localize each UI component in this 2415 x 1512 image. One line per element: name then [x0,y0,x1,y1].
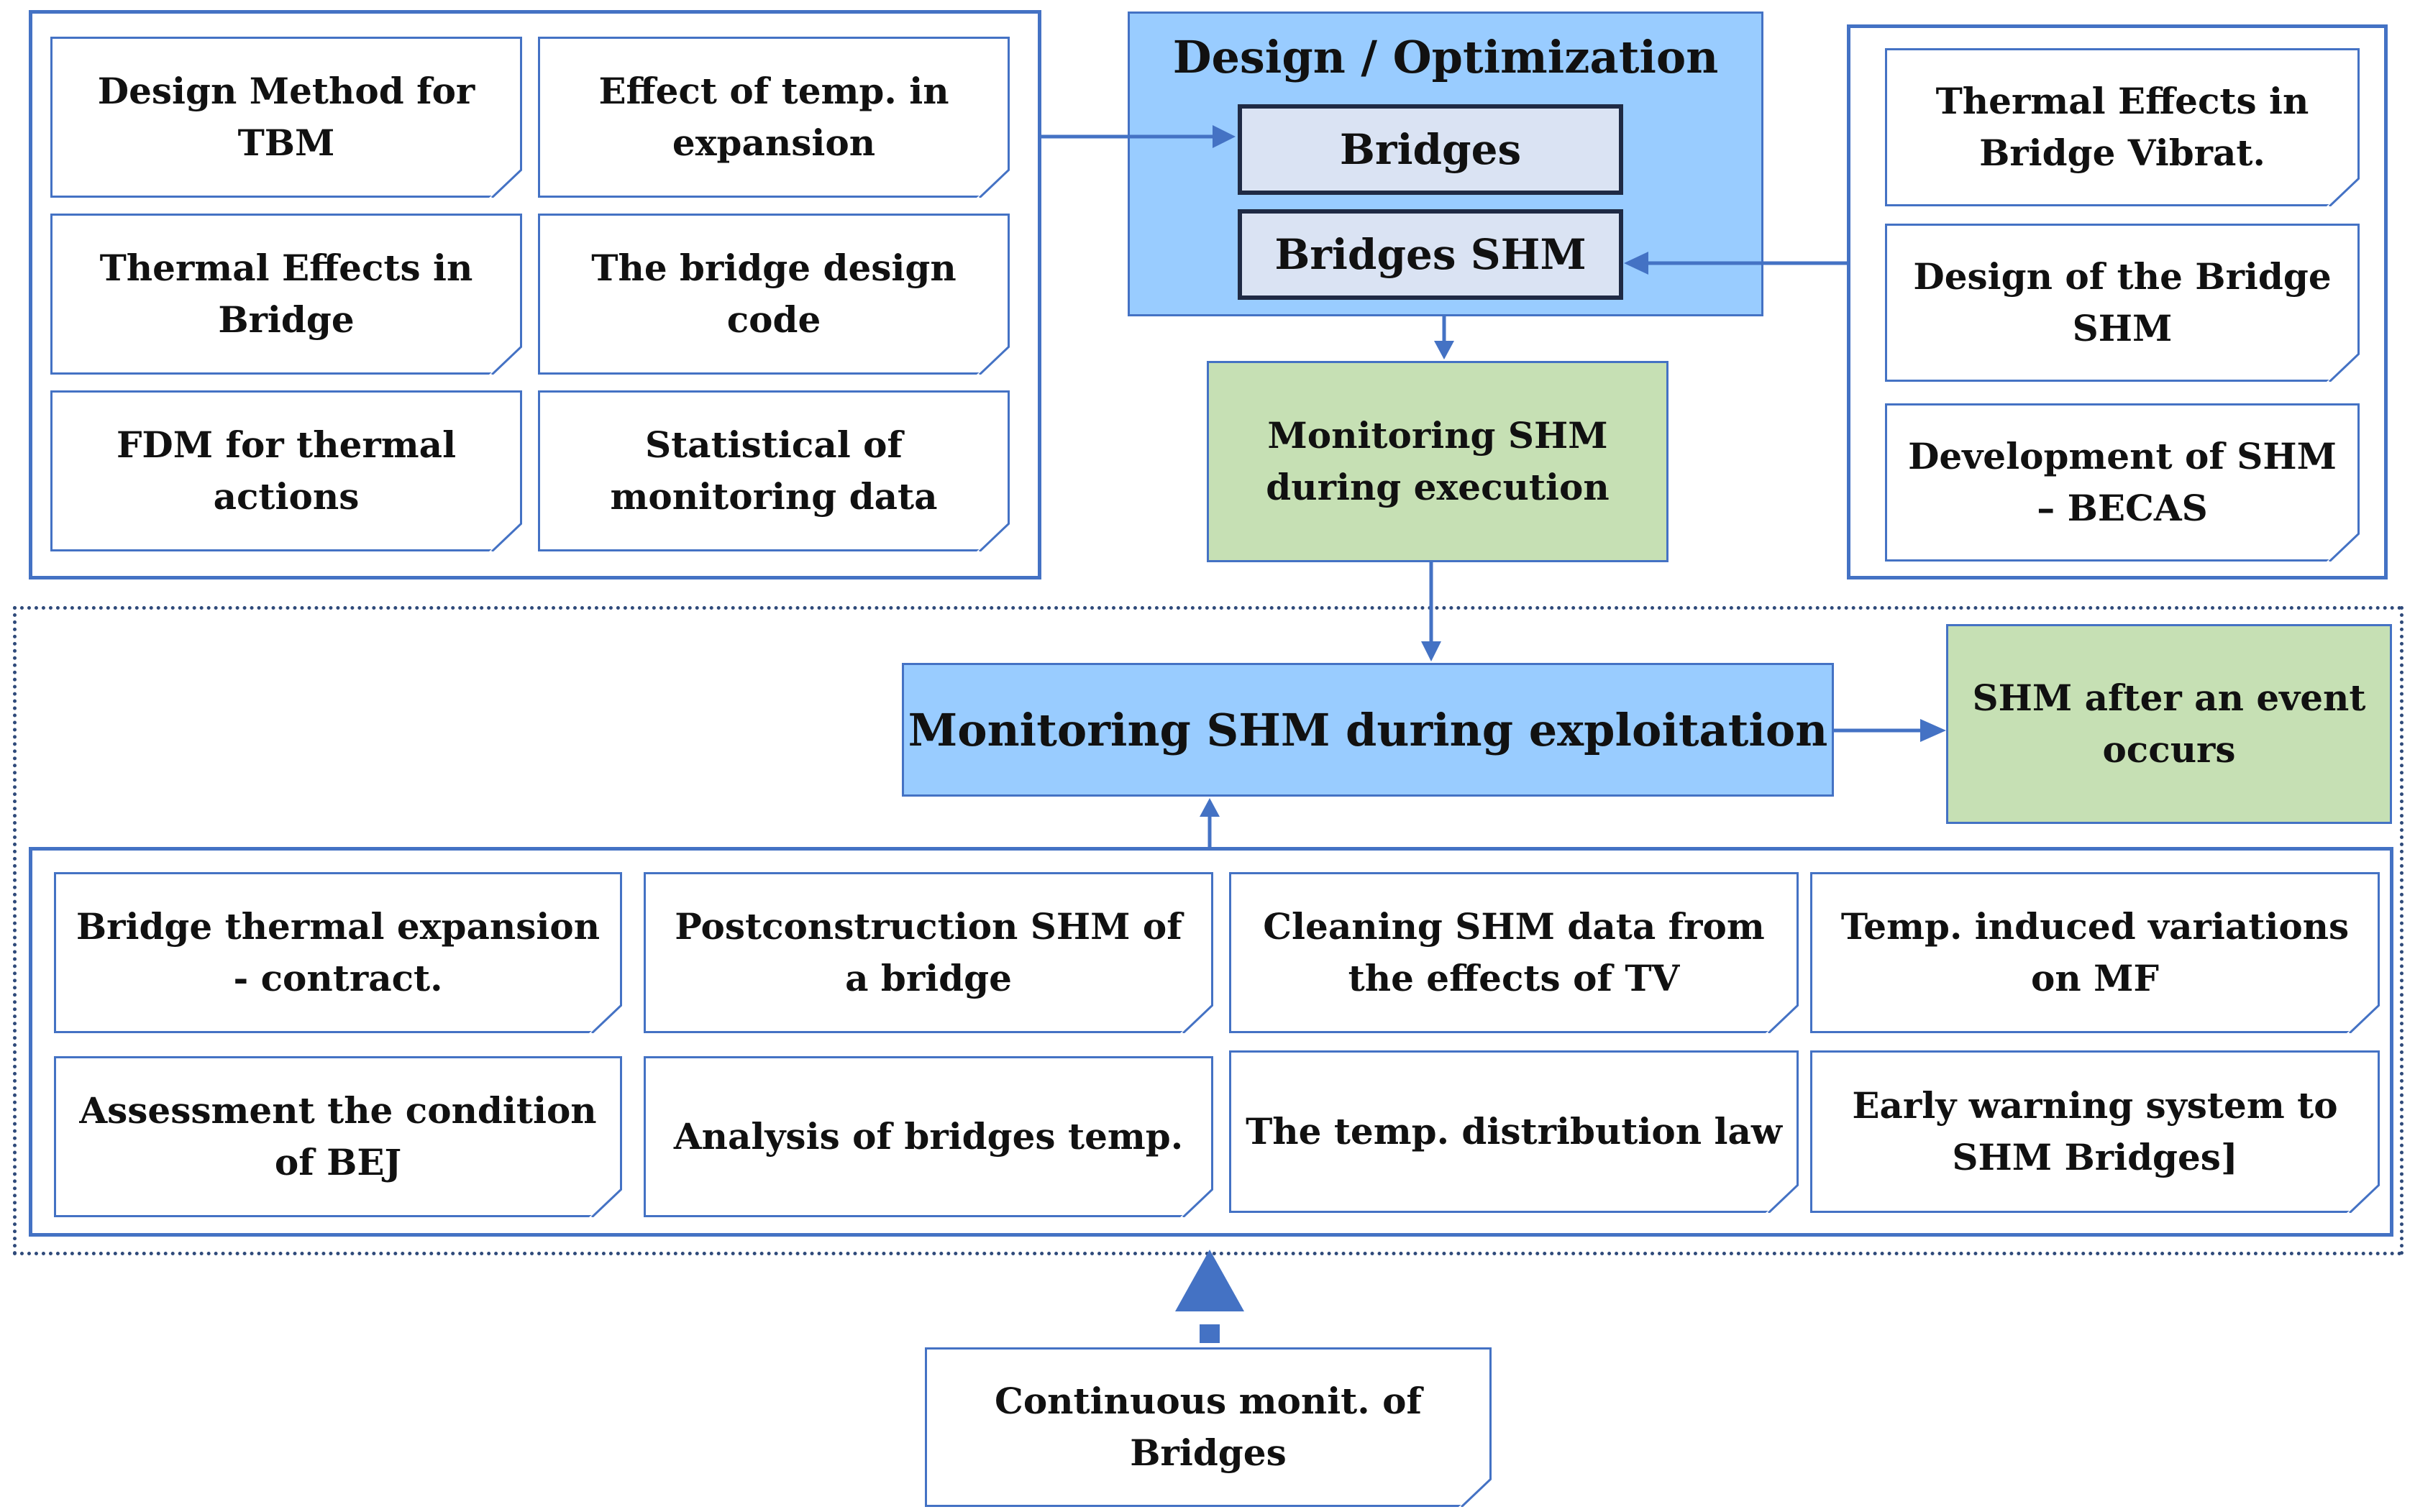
shm-after-event-label: SHM after an event occurs [1972,676,2366,771]
note-label: FDM for thermal actions [116,423,457,518]
right-panel: Thermal Effects in Bridge Vibrat. Design… [1847,24,2388,579]
bridges-box: Bridges [1238,104,1623,195]
note-early-warning-system: Early warning system to SHM Bridges] [1810,1050,2380,1213]
note-assessment-bej: Assessment the condition of BEJ [54,1056,622,1217]
note-design-bridge-shm: Design of the Bridge SHM [1885,224,2360,382]
monitoring-execution-label: Monitoring SHM during execution [1266,413,1610,509]
page-fold-icon [2347,1184,2380,1213]
page-fold-icon [489,523,522,551]
note-cleaning-shm-data: Cleaning SHM data from the effects of TV [1229,872,1799,1033]
left-panel: Design Method for TBM Effect of temp. in… [29,10,1041,579]
note-label: Statistical of monitoring data [610,423,938,518]
note-label: Analysis of bridges temp. [673,1114,1184,1158]
page-fold-icon [489,169,522,198]
note-label: Continuous monit. of Bridges [995,1379,1422,1475]
note-label: Effect of temp. in expansion [598,69,949,165]
page-fold-icon [2327,353,2360,382]
note-temp-distribution-law: The temp. distribution law [1229,1050,1799,1213]
page-fold-icon [2327,178,2360,206]
note-label: The temp. distribution law [1246,1109,1782,1153]
note-label: Thermal Effects in Bridge [99,246,473,342]
note-statistical-monitoring-data: Statistical of monitoring data [538,390,1010,551]
note-thermal-expansion-contract: Bridge thermal expansion - contract. [54,872,622,1033]
note-continuous-monitoring: Continuous monit. of Bridges [925,1347,1492,1507]
note-label: Assessment the condition of BEJ [79,1089,597,1184]
note-label: Postconstruction SHM of a bridge [675,904,1182,1000]
note-effect-temp-expansion: Effect of temp. in expansion [538,37,1010,198]
shm-after-event-box: SHM after an event occurs [1946,624,2392,824]
note-label: Early warning system to SHM Bridges] [1852,1083,2338,1179]
note-temp-induced-variations: Temp. induced variations on MF [1810,872,2380,1033]
design-optimization-box: Design / Optimization Bridges Bridges SH… [1128,12,1763,316]
note-postconstruction-shm: Postconstruction SHM of a bridge [644,872,1213,1033]
page-fold-icon [2327,533,2360,562]
note-fdm-thermal-actions: FDM for thermal actions [50,390,522,551]
note-label: Cleaning SHM data from the effects of TV [1263,904,1765,1000]
note-thermal-effects-bridge: Thermal Effects in Bridge [50,214,522,375]
monitoring-exploitation-box: Monitoring SHM during exploitation [902,663,1834,797]
page-fold-icon [489,346,522,375]
page-fold-icon [1766,1004,1799,1033]
bottom-panel: Bridge thermal expansion - contract. Pos… [29,847,2393,1237]
page-fold-icon [589,1188,622,1217]
page-fold-icon [977,346,1010,375]
page-fold-icon [2347,1004,2380,1033]
note-label: Temp. induced variations on MF [1840,904,2350,1000]
bridges-shm-box: Bridges SHM [1238,209,1623,300]
note-development-shm-becas: Development of SHM – BECAS [1885,403,2360,562]
page-fold-icon [1180,1004,1213,1033]
big-triangle-arrow-icon [1175,1250,1244,1311]
note-label: Design of the Bridge SHM [1913,255,2332,350]
note-label: Thermal Effects in Bridge Vibrat. [1935,79,2309,175]
monitoring-exploitation-label: Monitoring SHM during exploitation [908,703,1828,756]
note-label: The bridge design code [591,246,957,342]
page-fold-icon [977,169,1010,198]
note-design-method-tbm: Design Method for TBM [50,37,522,198]
bridges-shm-label: Bridges SHM [1274,230,1587,279]
page-fold-icon [977,523,1010,551]
page-fold-icon [1458,1478,1492,1507]
note-analysis-bridges-temp: Analysis of bridges temp. [644,1056,1213,1217]
note-bridge-design-code: The bridge design code [538,214,1010,375]
design-optimization-title: Design / Optimization [1172,31,1719,83]
arrow-stem-block [1200,1324,1220,1343]
arrowhead-icon [1434,341,1454,359]
bridges-label: Bridges [1339,125,1522,174]
note-thermal-effects-vibrat: Thermal Effects in Bridge Vibrat. [1885,48,2360,206]
page-fold-icon [1180,1188,1213,1217]
note-label: Bridge thermal expansion - contract. [76,904,601,1000]
note-label: Design Method for TBM [97,69,475,165]
page-fold-icon [589,1004,622,1033]
monitoring-execution-box: Monitoring SHM during execution [1207,361,1668,562]
note-label: Development of SHM – BECAS [1908,434,2337,530]
page-fold-icon [1766,1184,1799,1213]
